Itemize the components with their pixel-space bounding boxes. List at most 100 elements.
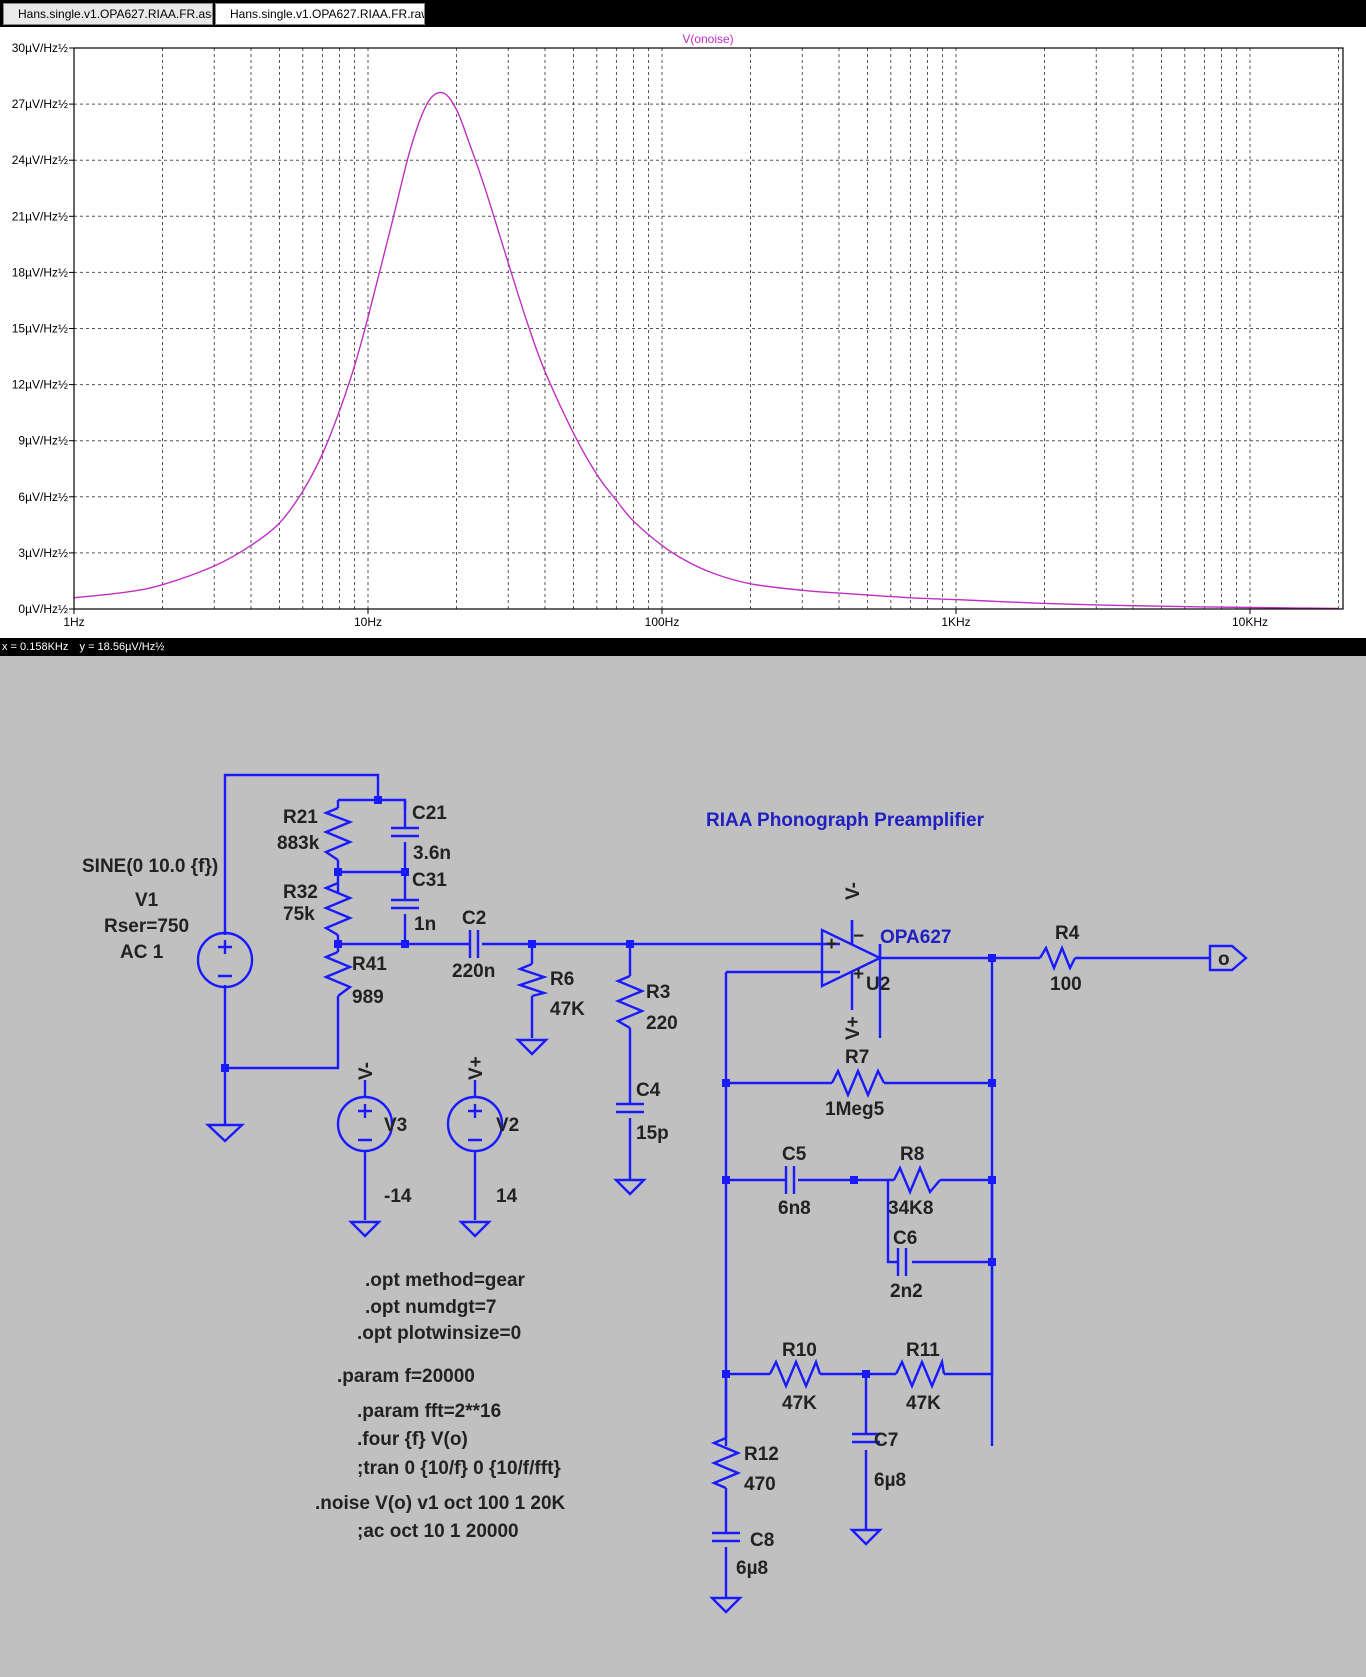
r21-value: 883k: [277, 833, 320, 854]
c5-capacitor: [784, 1166, 796, 1194]
resistors[interactable]: [322, 806, 1077, 1490]
r6-value: 47K: [550, 999, 585, 1020]
r10-value: 47K: [782, 1393, 817, 1414]
opamp-ref-label: U2: [866, 974, 890, 995]
x-tick-label: 100Hz: [645, 615, 680, 629]
directive-opt-method: .opt method=gear: [365, 1270, 526, 1291]
c4-name: C4: [636, 1080, 661, 1101]
output-flag[interactable]: [1208, 944, 1248, 972]
tab-bar: Hans.single.v1.OPA627.RIAA.FR.asc Hans.s…: [0, 0, 1366, 27]
tab-schematic[interactable]: Hans.single.v1.OPA627.RIAA.FR.asc: [3, 3, 213, 25]
spice-directives[interactable]: .opt method=gear .opt numdgt=7 .opt plot…: [315, 1270, 566, 1542]
directive-opt-plotwinsize: .opt plotwinsize=0: [357, 1323, 521, 1344]
schematic-canvas[interactable]: RIAA Phonograph Preamplifier: [0, 656, 1366, 1672]
y-tick-label: 24µV/Hz½: [12, 153, 68, 167]
r41-resistor: [322, 950, 354, 997]
opamp-vpos-flag: V+: [843, 1016, 864, 1040]
schematic-drawing[interactable]: RIAA Phonograph Preamplifier: [0, 656, 1366, 1672]
v3-value: -14: [384, 1186, 412, 1207]
c6-capacitor: [896, 1248, 908, 1276]
svg-text:+: +: [826, 934, 837, 955]
tab-label: Hans.single.v1.OPA627.RIAA.FR.asc: [18, 7, 213, 21]
v3-name: V3: [384, 1115, 407, 1136]
v1-func-label: SINE(0 10.0 {f}): [82, 856, 218, 877]
y-tick-label: 30µV/Hz½: [12, 41, 68, 55]
r7-name: R7: [845, 1047, 869, 1068]
junction-dots: [221, 796, 996, 1378]
r8-value: 34K8: [888, 1198, 933, 1219]
v2-value: 14: [496, 1186, 518, 1207]
r4-name: R4: [1055, 923, 1080, 944]
c5-name: C5: [782, 1144, 807, 1165]
x-tick-label: 1KHz: [941, 615, 970, 629]
voltage-sources[interactable]: [196, 931, 504, 1153]
r21-name: R21: [283, 807, 318, 828]
c7-value: 6µ8: [874, 1470, 906, 1491]
directive-tran: ;tran 0 {10/f} 0 {10/f/fft}: [357, 1458, 561, 1479]
ground-symbols: [204, 1038, 883, 1614]
r3-name: R3: [646, 982, 670, 1003]
r3-value: 220: [646, 1013, 678, 1034]
opamp-u2[interactable]: [820, 920, 883, 995]
r41-name: R41: [352, 954, 387, 975]
y-tick-label: 9µV/Hz½: [18, 434, 68, 448]
r41-value: 989: [352, 987, 384, 1008]
r12-name: R12: [744, 1444, 779, 1465]
directive-opt-numdgt: .opt numdgt=7: [365, 1297, 496, 1318]
r8-name: R8: [900, 1144, 924, 1165]
trace-line[interactable]: [73, 91, 1339, 610]
output-label: o: [1218, 949, 1230, 970]
directive-param-f: .param f=20000: [337, 1366, 475, 1387]
y-tick-label: 18µV/Hz½: [12, 265, 68, 279]
v1-name-label: V1: [135, 890, 159, 911]
opamp-vneg-flag: V-: [843, 882, 864, 900]
r12-value: 470: [744, 1474, 776, 1495]
tab-waveform[interactable]: Hans.single.v1.OPA627.RIAA.FR.raw: [215, 3, 425, 25]
c21-capacitor: [391, 826, 419, 838]
noise-plot[interactable]: V(onoise) 30µV/Hz½27µV/Hz½24µV/Hz½21µV/H…: [0, 27, 1366, 638]
r11-name: R11: [906, 1340, 940, 1361]
status-bar: x = 0.158KHz y = 18.56µV/Hz½: [0, 638, 1366, 656]
y-axis-ticks: 30µV/Hz½27µV/Hz½24µV/Hz½21µV/Hz½18µV/Hz½…: [12, 41, 74, 616]
directive-ac: ;ac oct 10 1 20000: [357, 1521, 519, 1542]
r4-value: 100: [1050, 974, 1082, 995]
x-tick-label: 10Hz: [354, 615, 382, 629]
cursor-x-readout: x = 0.158KHz: [2, 641, 69, 653]
c2-value: 220n: [452, 961, 495, 982]
y-tick-label: 3µV/Hz½: [18, 546, 68, 560]
r8-resistor: [892, 1164, 941, 1196]
r10-resistor: [768, 1358, 822, 1390]
x-tick-label: 10KHz: [1232, 615, 1268, 629]
r32-value: 75k: [283, 904, 315, 925]
c4-value: 15p: [636, 1123, 669, 1144]
c2-name: C2: [462, 908, 486, 929]
c8-name: C8: [750, 1530, 774, 1551]
c2-capacitor: [468, 930, 480, 958]
c5-value: 6n8: [778, 1198, 811, 1219]
plot-grid: [74, 48, 1343, 609]
c6-value: 2n2: [890, 1281, 923, 1302]
y-tick-label: 21µV/Hz½: [12, 209, 68, 223]
v2-name: V2: [496, 1115, 519, 1136]
directive-four: .four {f} V(o): [357, 1429, 468, 1450]
directive-noise: .noise V(o) v1 oct 100 1 20K: [315, 1493, 566, 1514]
y-tick-label: 6µV/Hz½: [18, 490, 68, 504]
cursor-y-readout: y = 18.56µV/Hz½: [79, 641, 165, 653]
c8-capacitor: [712, 1531, 740, 1543]
r7-value: 1Meg5: [825, 1099, 885, 1120]
tab-label: Hans.single.v1.OPA627.RIAA.FR.raw: [230, 7, 425, 21]
capacitors[interactable]: [391, 826, 908, 1543]
r3-resistor: [614, 974, 646, 1030]
r32-resistor: [322, 881, 354, 937]
schematic-title[interactable]: RIAA Phonograph Preamplifier: [706, 810, 985, 831]
svg-text:−: −: [853, 926, 864, 947]
trace-title[interactable]: V(onoise): [682, 32, 733, 46]
wires[interactable]: [223, 773, 1210, 1594]
v2-net-flag: V+: [466, 1056, 487, 1080]
c8-value: 6µ8: [736, 1558, 768, 1579]
c21-name: C21: [412, 803, 447, 824]
r4-resistor: [1038, 944, 1077, 972]
c7-capacitor: [852, 1432, 880, 1444]
